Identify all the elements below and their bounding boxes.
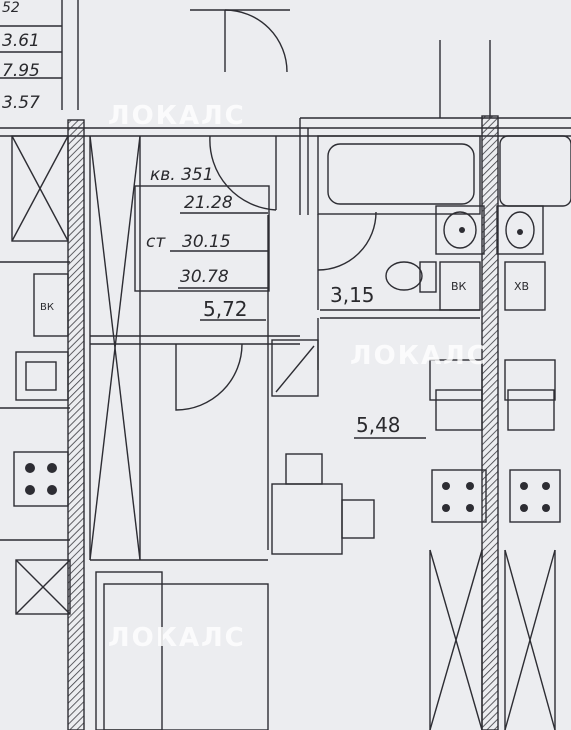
left-shaft (11, 135, 69, 242)
living-area: 21.28 (184, 193, 233, 213)
readout-0: 52 (2, 0, 20, 16)
apartment-label-box (134, 185, 270, 292)
vk-label-left: ВК (40, 302, 54, 313)
readout-2: 7.95 (2, 61, 40, 81)
xv-label: ХВ (514, 280, 529, 293)
vk-label-right: ВК (451, 280, 467, 293)
right-bearing-wall (481, 115, 499, 730)
total-area: 30.15 (182, 232, 231, 252)
right-kitchen (317, 135, 571, 730)
area-readout-table (0, 0, 79, 110)
bottom-wardrobe (95, 571, 269, 730)
stove-burners (25, 227, 550, 512)
total-prefix: ст (146, 232, 166, 252)
hall-room (89, 135, 300, 561)
left-kitchen-column (0, 261, 71, 615)
total-area-2: 30.78 (180, 267, 229, 287)
watermark-bottom: ЛОКАЛС (108, 623, 246, 653)
readout-3: 3.57 (2, 93, 40, 113)
apartment-number: кв. 351 (150, 165, 214, 185)
watermark-top: ЛОКАЛС (108, 101, 246, 131)
top-door (190, 9, 290, 73)
hall-area: 5,72 (203, 297, 248, 321)
readout-1: 3.61 (2, 31, 40, 51)
kitchen-area: 5,48 (356, 413, 401, 437)
hall-door (175, 135, 277, 411)
watermark-middle: ЛОКАЛС (350, 341, 488, 371)
bathroom-area: 3,15 (330, 283, 375, 307)
duct (271, 339, 319, 397)
left-bearing-wall (67, 119, 85, 730)
kitchen-table (271, 453, 375, 555)
